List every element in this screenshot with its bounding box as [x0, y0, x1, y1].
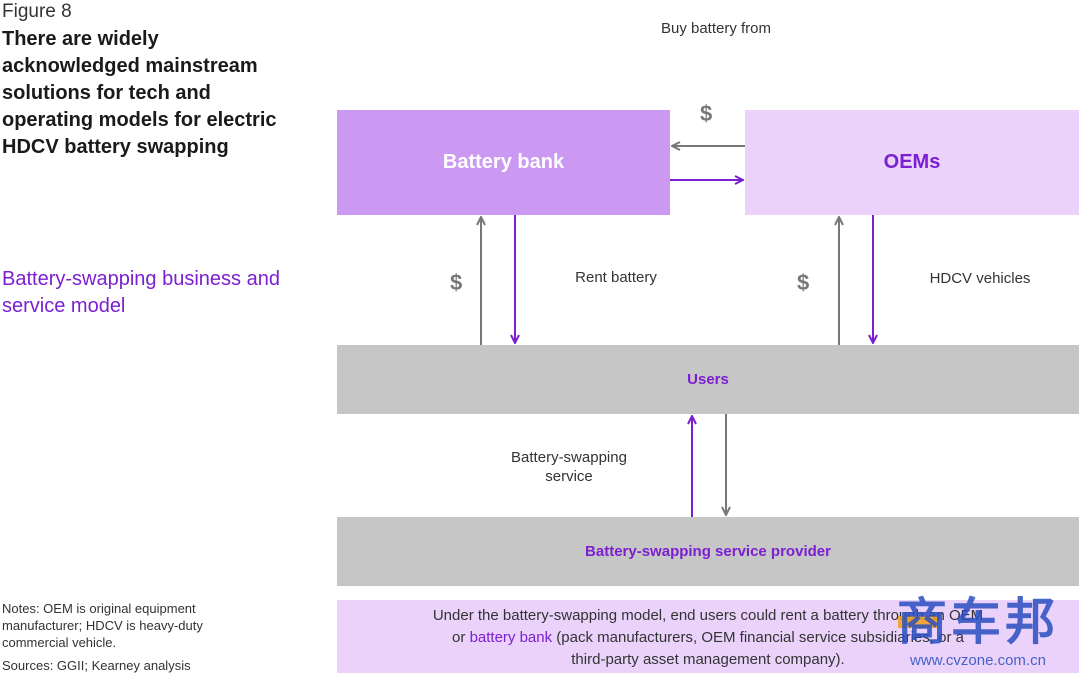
- users-label: Users: [687, 371, 729, 388]
- oems-label: OEMs: [883, 151, 941, 173]
- footnote-sources: Sources: GGII; Kearney analysis: [2, 658, 191, 673]
- users-node: Users: [337, 345, 1079, 414]
- watermark-url: www.cvzone.com.cn: [910, 652, 1046, 669]
- figure-label: Figure 8: [2, 1, 72, 22]
- buy-battery-label: Buy battery from: [660, 20, 772, 37]
- dollar-bank-oem: $: [700, 101, 713, 126]
- watermark-logo: 商车邦 www.cvzone.com.cn: [878, 582, 1078, 675]
- rent-battery-label: Rent battery: [575, 269, 657, 286]
- watermark-logo-text: 商车邦: [897, 594, 1059, 650]
- note-line3: third-party asset management company).: [571, 651, 845, 668]
- swapping-service-line2: service: [545, 468, 593, 485]
- watermark-bar: [898, 616, 938, 628]
- note-line2: or battery bank (pack manufacturers, OEM…: [337, 627, 1079, 649]
- note-text: Under the battery-swapping model, end us…: [337, 605, 1079, 671]
- swapping-service-line1: Battery-swapping: [511, 449, 627, 466]
- dollar-users-bank: $: [450, 270, 463, 295]
- battery-bank-label: Battery bank: [442, 151, 565, 173]
- swapping-service-label: Battery-swapping service: [494, 448, 644, 486]
- note-line1: Under the battery-swapping model, end us…: [432, 607, 984, 624]
- hdcv-vehicles-label: HDCV vehicles: [929, 270, 1031, 287]
- battery-bank-node: Battery bank: [337, 110, 670, 215]
- provider-label: Battery-swapping service provider: [585, 543, 831, 560]
- diagram-subtitle: Battery-swapping business and service mo…: [2, 268, 280, 317]
- figure-title: There are widely acknowledged mainstream…: [2, 28, 277, 158]
- note-suffix: (pack manufacturers, OEM financial servi…: [552, 629, 964, 646]
- provider-node: Battery-swapping service provider: [337, 517, 1079, 586]
- note-box: [337, 600, 1079, 673]
- dollar-users-oem: $: [797, 270, 810, 295]
- footnote-notes: Notes: OEM is original equipment manufac…: [2, 601, 203, 650]
- oems-node: OEMs: [745, 110, 1079, 215]
- note-prefix: or: [452, 629, 470, 646]
- battery-bank-highlight: battery bank: [469, 629, 553, 646]
